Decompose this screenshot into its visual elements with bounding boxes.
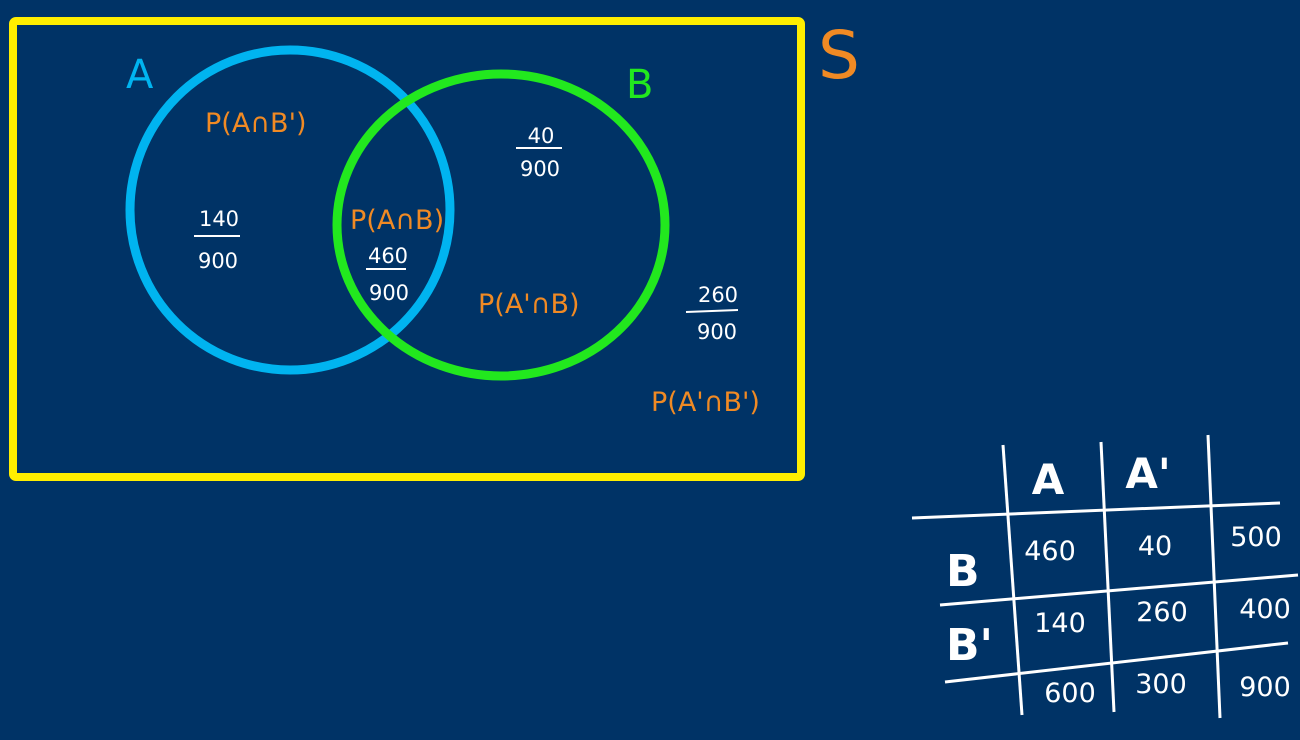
table-horizontal-line — [911, 501, 1281, 520]
table-cell: 460 — [1024, 536, 1076, 567]
table-cell: 260 — [1136, 597, 1188, 628]
set-a-circle — [125, 45, 455, 375]
region-intersection-label: P(A∩B) — [350, 205, 444, 236]
region-intersection-numerator: 460 — [368, 244, 408, 268]
table-cell: 40 — [1138, 531, 1172, 562]
set-a-label: A — [126, 52, 154, 98]
region-b-only-numerator: 40 — [528, 124, 555, 148]
region-neither-numerator: 260 — [698, 283, 738, 307]
table-row-header-b: B — [946, 546, 980, 597]
table-vertical-line — [1099, 441, 1116, 713]
region-neither-label: P(A'∩B') — [651, 387, 760, 418]
table-vertical-line — [1206, 434, 1222, 719]
region-a-only-label: P(A∩B') — [205, 108, 307, 139]
table-row-header-b-complement: B' — [946, 620, 993, 671]
region-a-only-numerator: 140 — [199, 207, 239, 231]
table-cell: 140 — [1034, 608, 1086, 639]
table-col-header-a: A — [1032, 455, 1065, 504]
set-b-label: B — [626, 62, 653, 108]
sample-space-label: S — [818, 17, 860, 94]
region-b-only-denominator: 900 — [520, 157, 560, 181]
table-cell: 600 — [1044, 678, 1096, 709]
table-horizontal-line — [944, 641, 1289, 684]
region-a-only-denominator: 900 — [198, 249, 238, 273]
region-neither-denominator: 900 — [697, 320, 737, 344]
set-b-circle — [332, 69, 670, 381]
sample-space-rectangle — [9, 17, 805, 481]
region-intersection-denominator: 900 — [369, 281, 409, 305]
table-col-header-a-complement: A' — [1125, 449, 1170, 498]
table-cell: 900 — [1239, 672, 1291, 703]
table-cell: 400 — [1239, 594, 1291, 625]
region-b-only-label: P(A'∩B) — [478, 289, 580, 320]
table-cell: 500 — [1230, 522, 1282, 553]
two-way-table: A A' B B' 460 40 500 140 260 400 600 300… — [911, 434, 1299, 719]
table-horizontal-line — [939, 573, 1299, 607]
region-neither-fraction-bar — [685, 309, 739, 313]
table-vertical-line — [1001, 444, 1024, 716]
table-cell: 300 — [1135, 669, 1187, 700]
